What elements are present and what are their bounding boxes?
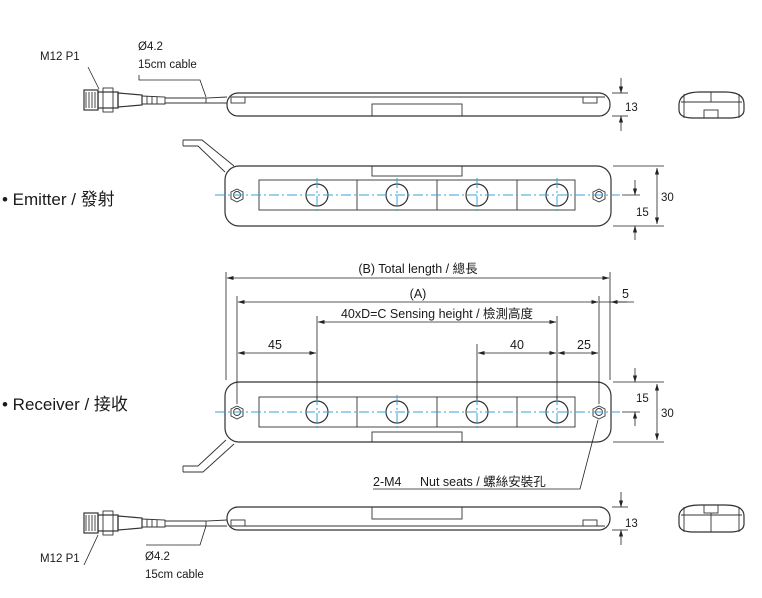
emitter-front-view bbox=[182, 139, 664, 240]
receiver-cable-diameter: Ø4.2 bbox=[145, 551, 170, 563]
emitter-label: • Emitter / 發射 bbox=[2, 190, 115, 209]
receiver-side-view bbox=[83, 492, 628, 566]
emitter-half-width-value: 15 bbox=[636, 207, 649, 219]
emitter-cable-length: 15cm cable bbox=[138, 59, 197, 71]
emitter-m12-connector bbox=[83, 87, 166, 113]
nut-seat-text: Nut seats / 螺絲安裝孔 bbox=[420, 474, 546, 489]
a-length-label: (A) bbox=[410, 287, 427, 301]
receiver-width-value: 30 bbox=[661, 408, 674, 420]
receiver-connector-label: M12 P1 bbox=[40, 553, 80, 565]
emitter-cable-diameter: Ø4.2 bbox=[138, 41, 163, 53]
nut-seat-code: 2-M4 bbox=[373, 475, 402, 489]
receiver-m12-connector bbox=[83, 510, 166, 536]
emitter-end-view bbox=[678, 91, 745, 119]
emitter-side-view bbox=[83, 66, 628, 131]
receiver-label: • Receiver / 接收 bbox=[2, 395, 128, 414]
receiver-front-view bbox=[182, 368, 664, 473]
emitter-connector-label: M12 P1 bbox=[40, 51, 80, 63]
right-offset-value: 25 bbox=[577, 338, 591, 352]
receiver-half-width-value: 15 bbox=[636, 393, 649, 405]
receiver-end-view bbox=[678, 504, 745, 533]
end-offset-value: 5 bbox=[622, 287, 629, 301]
emitter-height-value: 13 bbox=[625, 102, 638, 114]
receiver-cable-length: 15cm cable bbox=[145, 569, 204, 581]
total-length-label: (B) Total length / 總長 bbox=[358, 261, 478, 276]
sensing-height-label: 40xD=C Sensing height / 檢測高度 bbox=[341, 306, 534, 321]
left-offset-value: 45 bbox=[268, 338, 282, 352]
length-dimensions bbox=[225, 272, 634, 404]
emitter-width-value: 30 bbox=[661, 192, 674, 204]
receiver-height-value: 13 bbox=[625, 518, 638, 530]
nut-seat-leader bbox=[373, 419, 599, 490]
pitch-value: 40 bbox=[510, 338, 524, 352]
